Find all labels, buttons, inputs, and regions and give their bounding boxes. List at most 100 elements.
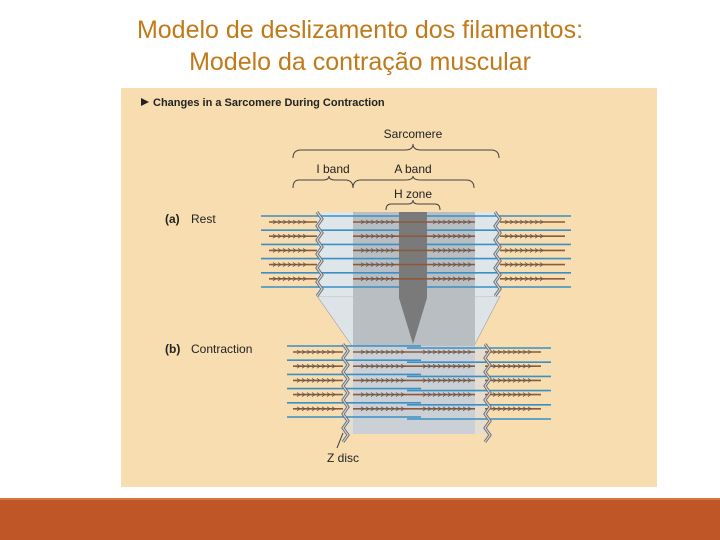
z-disc-contracted-right (484, 343, 491, 443)
myosin-head (375, 406, 380, 412)
myosin-head (297, 262, 302, 267)
myosin-head (375, 262, 380, 267)
myosin-head (539, 262, 544, 267)
myosin-head (385, 262, 390, 267)
myosin-head (385, 363, 390, 369)
myosin-head (432, 262, 437, 267)
myosin-head (390, 406, 395, 412)
myosin-head (437, 406, 442, 412)
myosin-head (380, 276, 385, 282)
myosin-head (427, 392, 432, 397)
z-disc-rest-right (494, 211, 501, 297)
myosin-head (467, 276, 472, 282)
myosin-head (277, 248, 282, 253)
myosin-head (321, 363, 326, 369)
myosin-head (287, 276, 292, 282)
myosin-head (519, 233, 524, 239)
myosin-head (452, 248, 457, 253)
myosin-head (504, 276, 509, 282)
myosin-head (432, 363, 437, 369)
myosin-head (306, 378, 311, 383)
myosin-head (442, 392, 447, 397)
myosin-head (517, 378, 522, 383)
sarcomere-brace (292, 143, 500, 159)
myosin-head (492, 363, 497, 369)
myosin-head (442, 363, 447, 369)
myosin-head (437, 248, 442, 253)
myosin-head (452, 276, 457, 282)
myosin-head (457, 392, 462, 397)
myosin-head (311, 378, 316, 383)
myosin-head (432, 378, 437, 383)
myosin-head (504, 248, 509, 253)
myosin-head (522, 406, 527, 412)
myosin-head (390, 363, 395, 369)
myosin-head (311, 349, 316, 355)
myosin-head (539, 276, 544, 282)
slide-title-line-1: Modelo de deslizamento dos filamentos: (136, 16, 584, 44)
myosin-head (287, 219, 292, 225)
myosin-head (442, 276, 447, 282)
myosin-head (497, 363, 502, 369)
myosin-head (422, 406, 427, 412)
myosin-head (311, 363, 316, 369)
myosin-head (302, 262, 307, 267)
myosin-head (457, 406, 462, 412)
myosin-head (534, 276, 539, 282)
myosin-head (457, 363, 462, 369)
myosin-head (277, 233, 282, 239)
myosin-head (462, 406, 467, 412)
myosin-head (527, 406, 532, 412)
myosin-head (539, 233, 544, 239)
myosin-head (427, 349, 432, 355)
myosin-head (321, 392, 326, 397)
myosin-head (306, 406, 311, 412)
myosin-head (400, 406, 405, 412)
myosin-head (311, 392, 316, 397)
myosin-head (360, 406, 365, 412)
heading-arrow-icon (141, 98, 149, 106)
myosin-head (497, 392, 502, 397)
myosin-head (292, 276, 297, 282)
myosin-head (365, 349, 370, 355)
myosin-head (375, 378, 380, 383)
myosin-head (375, 392, 380, 397)
myosin-head (462, 276, 467, 282)
myosin-head (365, 378, 370, 383)
myosin-head (365, 219, 370, 225)
sarcomere-diagram: Changes in a Sarcomere During Contractio… (141, 97, 571, 465)
myosin-head (302, 233, 307, 239)
myosin-head (437, 349, 442, 355)
myosin-head (331, 406, 336, 412)
myosin-head (385, 233, 390, 239)
myosin-head (512, 378, 517, 383)
myosin-head (427, 378, 432, 383)
myosin-head (447, 378, 452, 383)
myosin-head (442, 219, 447, 225)
myosin-head (360, 349, 365, 355)
z-disc-rest-left (316, 211, 323, 297)
myosin-head (282, 262, 287, 267)
myosin-head (452, 262, 457, 267)
myosin-head (422, 392, 427, 397)
myosin-head (277, 219, 282, 225)
myosin-head (360, 248, 365, 253)
myosin-head (360, 219, 365, 225)
myosin-head (390, 276, 395, 282)
myosin-head (395, 392, 400, 397)
myosin-head (437, 392, 442, 397)
myosin-head (524, 276, 529, 282)
myosin-head (360, 262, 365, 267)
myosin-head (375, 349, 380, 355)
myosin-head (467, 406, 472, 412)
myosin-head (514, 248, 519, 253)
myosin-head (282, 248, 287, 253)
footer-bar (0, 500, 720, 540)
myosin-head (326, 392, 331, 397)
myosin-head (447, 248, 452, 253)
myosin-head (422, 363, 427, 369)
myosin-head (512, 406, 517, 412)
myosin-head (529, 262, 534, 267)
myosin-head (297, 276, 302, 282)
myosin-head (390, 233, 395, 239)
